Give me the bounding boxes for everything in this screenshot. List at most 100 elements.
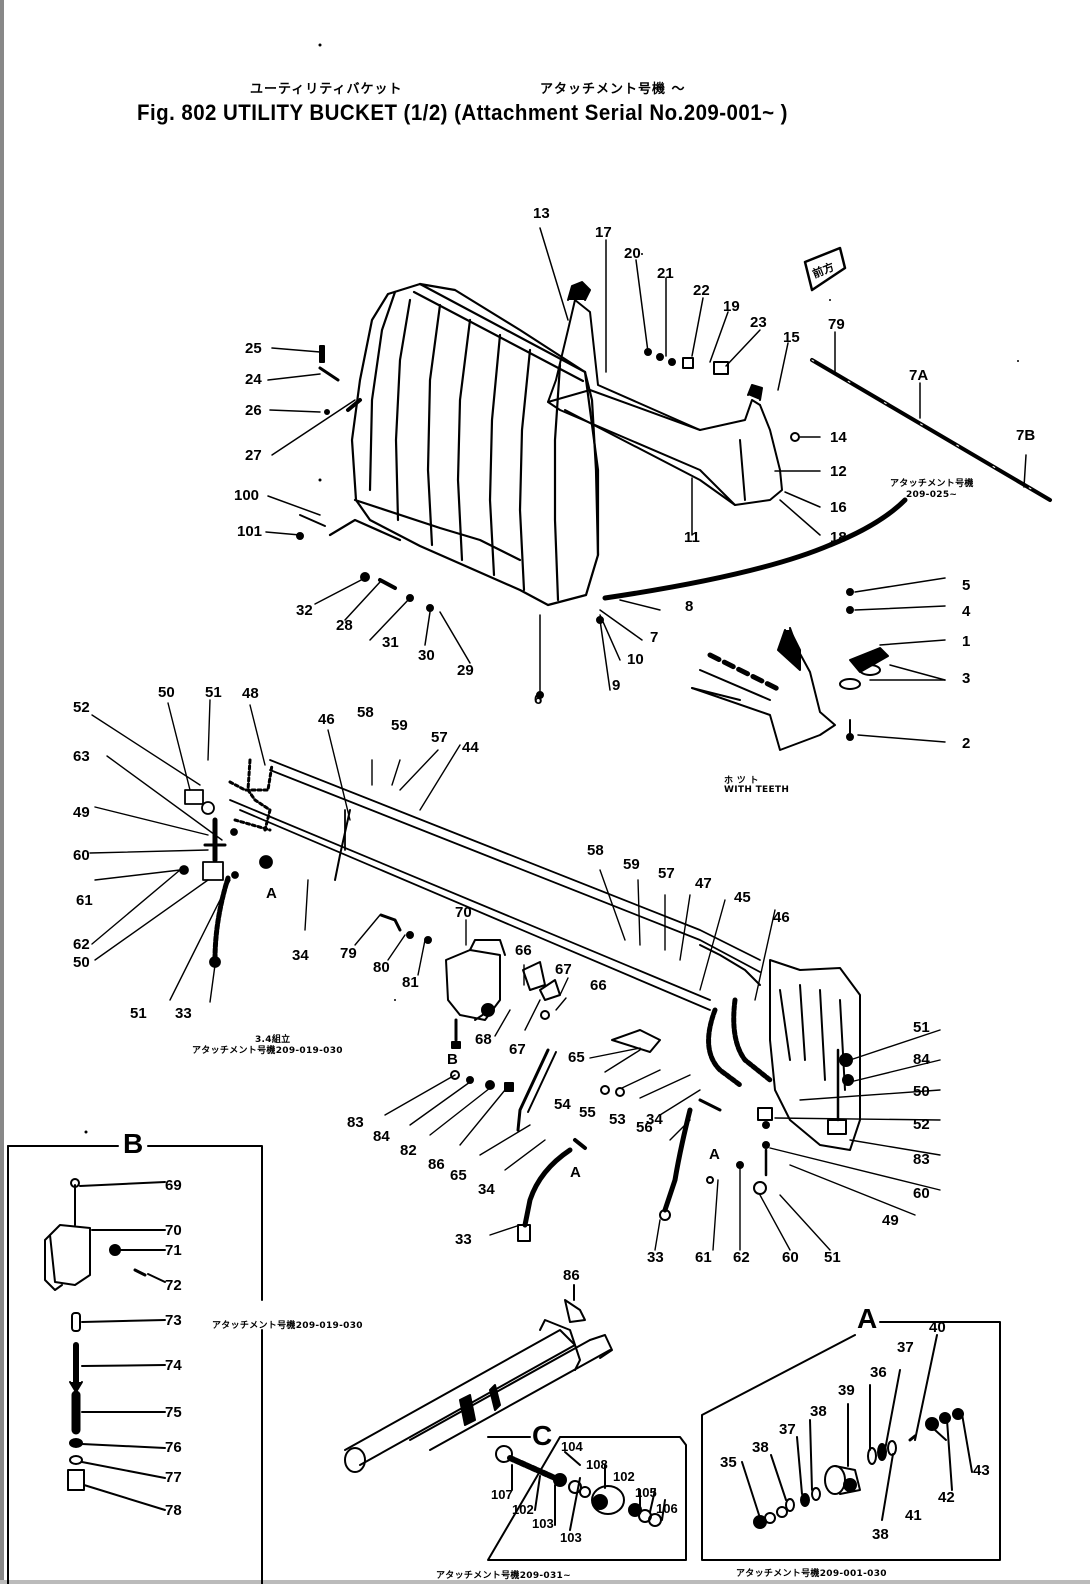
callout-54: 54 (554, 1096, 571, 1113)
callout-28: 28 (336, 617, 353, 634)
callout-4: 4 (962, 603, 971, 620)
callout-76: 76 (165, 1439, 182, 1456)
callout-12: 12 (830, 463, 847, 480)
callout-70: 70 (455, 904, 472, 921)
callout-102: 102 (512, 1502, 534, 1517)
note-detail-c-serial: アタッチメント号機209-031~ (436, 1571, 571, 1581)
callout-51-b: 51 (130, 1005, 147, 1022)
callout-17: 17 (595, 224, 612, 241)
callout-7A: 7A (909, 367, 929, 384)
callout-72: 72 (165, 1277, 182, 1294)
callout-14: 14 (830, 429, 847, 446)
callout-78: 78 (165, 1502, 182, 1519)
callout-32: 32 (296, 602, 313, 619)
callout-40: 40 (929, 1319, 946, 1336)
marker-a-1: A (266, 885, 277, 902)
callout-46: 46 (318, 711, 335, 728)
callout-66: 66 (515, 942, 532, 959)
callout-29: 29 (457, 662, 474, 679)
callout-36: 36 (870, 1364, 887, 1381)
callout-86-b: 86 (563, 1267, 580, 1284)
hydraulic-cylinder (344, 1284, 613, 1473)
callout-67-b: 67 (509, 1041, 526, 1058)
marker-a-2: A (570, 1164, 581, 1181)
callout-59-b: 59 (623, 856, 640, 873)
callout-46-b: 46 (773, 909, 790, 926)
detail-a-label: A (857, 1303, 878, 1334)
note-hose-serial: アタッチメント号機 (890, 479, 974, 489)
callout-5: 5 (962, 577, 971, 594)
marker-a-3: A (709, 1146, 720, 1163)
callout-33-b: 33 (647, 1249, 664, 1266)
leader-lines-lower (89, 699, 941, 1251)
callout-65-b: 65 (450, 1167, 467, 1184)
hose-line (602, 497, 908, 601)
note-hose-serial-range: 209-025~ (906, 490, 958, 500)
callout-49: 49 (73, 804, 90, 821)
callout-37-b: 37 (779, 1421, 796, 1438)
callout-100: 100 (234, 487, 260, 504)
mounting-bracket (547, 281, 783, 506)
callout-105: 105 (635, 1485, 657, 1500)
callout-38: 38 (810, 1403, 827, 1420)
callout-38-c: 38 (872, 1526, 889, 1543)
callout-51: 51 (205, 684, 222, 701)
callout-34-c: 34 (478, 1181, 495, 1198)
callout-62-b: 62 (733, 1249, 750, 1266)
detail-b-label: B (123, 1128, 144, 1159)
callout-13: 13 (533, 205, 550, 222)
callout-26: 26 (245, 402, 262, 419)
marker-b: B (447, 1051, 458, 1068)
callout-51-d: 51 (824, 1249, 841, 1266)
detail-c-box (487, 1436, 687, 1561)
callout-84-b: 84 (373, 1128, 390, 1145)
callout-57: 57 (431, 729, 448, 746)
callout-77: 77 (165, 1469, 182, 1486)
callout-9: 9 (612, 677, 621, 694)
lower-parts (450, 1029, 770, 1242)
callout-60-c: 60 (782, 1249, 799, 1266)
callout-50-c: 50 (913, 1083, 930, 1100)
callout-27: 27 (245, 447, 262, 464)
callout-103: 103 (532, 1516, 554, 1531)
title-jp-right: アタッチメント号機 〜 (540, 82, 686, 97)
callout-7: 7 (650, 629, 659, 646)
callout-19: 19 (723, 298, 740, 315)
callout-61: 61 (76, 892, 93, 909)
callout-63: 63 (73, 748, 90, 765)
figure-title: Fig. 802 UTILITY BUCKET (1/2) (Attachmen… (137, 100, 788, 125)
callout-25: 25 (245, 340, 262, 357)
note-with-teeth: WITH TEETH (724, 785, 790, 795)
callout-43: 43 (973, 1462, 990, 1479)
callout-35: 35 (720, 1454, 737, 1471)
callout-67: 67 (555, 961, 572, 978)
callout-83: 83 (913, 1151, 930, 1168)
callout-65: 65 (568, 1049, 585, 1066)
callout-6: 6 (534, 691, 543, 708)
callout-21: 21 (657, 265, 674, 282)
note-with-teeth-jp: ホ ツ ト (724, 776, 759, 786)
callout-45: 45 (734, 889, 751, 906)
leader-lines-upper (265, 227, 1027, 743)
detail-b-box (7, 1145, 263, 1584)
callout-44: 44 (462, 739, 479, 756)
callout-50: 50 (158, 684, 175, 701)
callout-38-b: 38 (752, 1439, 769, 1456)
direction-badge-icon (803, 246, 847, 292)
detail-c-label: C (532, 1420, 553, 1451)
callout-56: 56 (636, 1119, 653, 1136)
callout-55: 55 (579, 1104, 596, 1121)
callout-41: 41 (905, 1507, 922, 1524)
title-jp-left: ユーティリティバケット (250, 82, 403, 97)
scan-specks (84, 43, 1019, 1134)
callout-53: 53 (609, 1111, 626, 1128)
callout-82: 82 (400, 1142, 417, 1159)
callout-73: 73 (165, 1312, 182, 1329)
callout-66-b: 66 (590, 977, 607, 994)
callout-1: 1 (962, 633, 971, 650)
callout-58-b: 58 (587, 842, 604, 859)
callout-57-b: 57 (658, 865, 675, 882)
callout-106: 106 (656, 1501, 678, 1516)
callout-103-b: 103 (560, 1530, 582, 1545)
